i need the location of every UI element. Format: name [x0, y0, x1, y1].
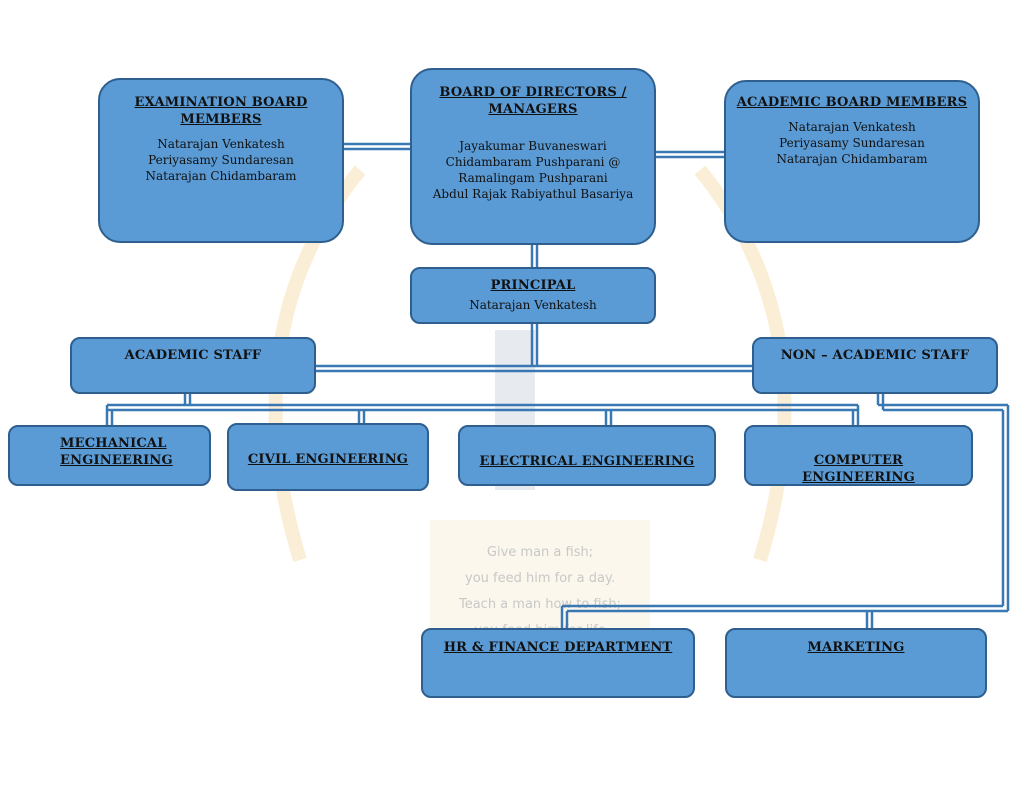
- academic-staff-box: ACADEMIC STAFF: [70, 337, 316, 394]
- member-name: Natarajan Chidambaram: [145, 169, 297, 183]
- member-name: Abdul Rajak Rabiyathul Basariya: [432, 187, 634, 201]
- computer-engineering-box: COMPUTER ENGINEERING: [744, 425, 973, 486]
- principal-name: Natarajan Venkatesh: [469, 298, 597, 312]
- member-name: Natarajan Venkatesh: [157, 137, 285, 151]
- academic-board-members: Natarajan Venkatesh Periyasamy Sundaresa…: [736, 119, 968, 167]
- examination-board-title: EXAMINATION BOARD MEMBERS: [134, 95, 308, 127]
- examination-board-box: EXAMINATION BOARD MEMBERS Natarajan Venk…: [98, 78, 344, 243]
- member-name: Chidambaram Pushparani @: [445, 155, 621, 169]
- non-academic-staff-title: NON – ACADEMIC STAFF: [780, 348, 970, 363]
- mechanical-engineering-box: MECHANICAL ENGINEERING: [8, 425, 211, 486]
- member-name: Periyasamy Sundaresan: [148, 153, 294, 167]
- civil-engineering-box: CIVIL ENGINEERING: [227, 423, 429, 491]
- civil-engineering-title: CIVIL ENGINEERING: [247, 452, 409, 467]
- principal-title: PRINCIPAL: [490, 278, 576, 293]
- examination-board-members: Natarajan Venkatesh Periyasamy Sundaresa…: [110, 136, 332, 184]
- mechanical-engineering-title: MECHANICAL ENGINEERING: [60, 436, 173, 468]
- hr-finance-box: HR & FINANCE DEPARTMENT: [421, 628, 695, 698]
- board-of-directors-box: BOARD OF DIRECTORS / MANAGERS Jayakumar …: [410, 68, 656, 245]
- board-of-directors-members: Jayakumar Buvaneswari Chidambaram Pushpa…: [422, 138, 644, 202]
- electrical-engineering-box: ELECTRICAL ENGINEERING: [458, 425, 716, 486]
- marketing-title: MARKETING: [807, 640, 905, 655]
- member-name: Jayakumar Buvaneswari: [459, 139, 607, 153]
- member-name: Ramalingam Pushparani: [458, 171, 608, 185]
- computer-engineering-title: COMPUTER ENGINEERING: [802, 453, 915, 485]
- academic-board-title: ACADEMIC BOARD MEMBERS: [736, 95, 968, 110]
- electrical-engineering-title: ELECTRICAL ENGINEERING: [479, 454, 695, 469]
- marketing-box: MARKETING: [725, 628, 987, 698]
- hr-finance-title: HR & FINANCE DEPARTMENT: [443, 640, 673, 655]
- member-name: Natarajan Chidambaram: [776, 152, 928, 166]
- board-of-directors-title: BOARD OF DIRECTORS / MANAGERS: [439, 85, 627, 117]
- principal-box: PRINCIPAL Natarajan Venkatesh: [410, 267, 656, 324]
- member-name: Natarajan Venkatesh: [788, 120, 916, 134]
- academic-staff-title: ACADEMIC STAFF: [124, 348, 262, 363]
- non-academic-staff-box: NON – ACADEMIC STAFF: [752, 337, 998, 394]
- member-name: Periyasamy Sundaresan: [779, 136, 925, 150]
- academic-board-box: ACADEMIC BOARD MEMBERS Natarajan Venkate…: [724, 80, 980, 243]
